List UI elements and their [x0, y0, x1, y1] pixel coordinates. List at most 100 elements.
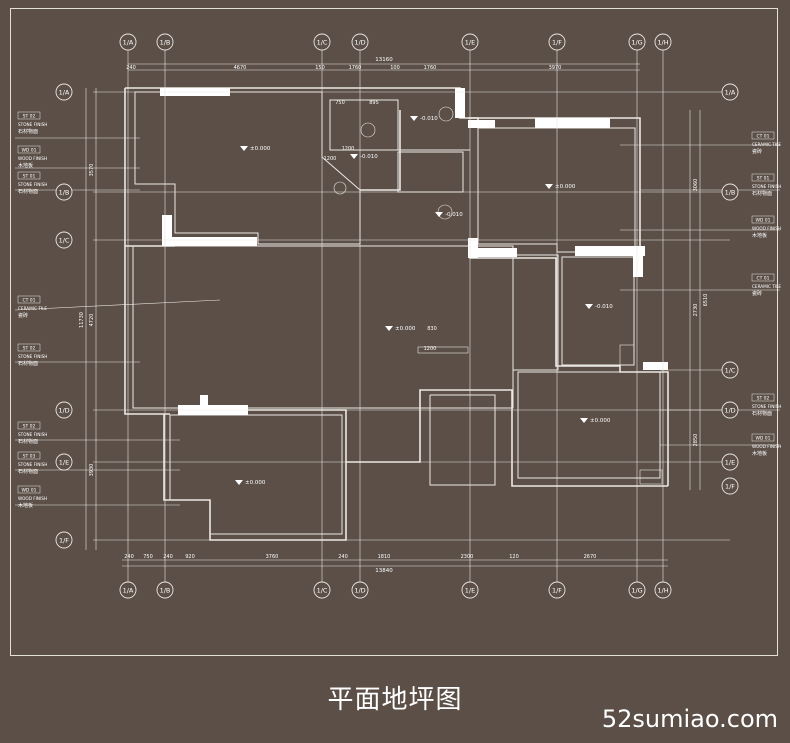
- tag-box: [17, 421, 41, 430]
- tag-type: CERAMIC TILE: [752, 142, 781, 147]
- level-triangle: [580, 418, 588, 423]
- level-marks: ±0.000±0.000±0.000-0.010-0.010±0.000±0.0…: [235, 116, 613, 486]
- grid-bubble-top-label: 1/E: [465, 39, 475, 47]
- tag-box: [17, 171, 41, 180]
- tag-code: ST 02: [23, 346, 36, 352]
- level-triangle: [545, 184, 553, 189]
- dim-bottom-segment: 2300: [461, 554, 474, 560]
- tag-code: WD 01: [755, 436, 770, 442]
- grid-bubble-bottom: [313, 581, 331, 599]
- grid-bubble-left: [55, 231, 73, 249]
- tag-name: 木地板: [18, 162, 33, 169]
- dim-right-segment: 2730: [693, 304, 699, 317]
- tag-code: CT 01: [22, 298, 35, 304]
- tag-code: CT 01: [756, 276, 769, 282]
- level-triangle: [435, 212, 443, 217]
- dim-interior: 830: [427, 326, 437, 332]
- tag-box: [751, 173, 775, 182]
- grid-bubble-bottom-label: 1/D: [354, 587, 365, 595]
- tag-box: [17, 451, 41, 460]
- drawing-frame: [10, 8, 778, 656]
- tag-type: CERAMIC TILE: [752, 284, 781, 289]
- grid-bubbles: 1/A 1/A 1/B 1/B 1/C 1/C 1/D 1/D 1/E 1/E 1/F 1/F 1/G 1…: [55, 33, 739, 599]
- grid-bubble-left: [55, 83, 73, 101]
- grid-lines: [85, 48, 730, 590]
- grid-bubble-left: [55, 531, 73, 549]
- grid-bubble-bottom-label: 1/C: [317, 587, 328, 595]
- dim-right-segment: 3060: [693, 179, 699, 192]
- tag-type: STONE FINISH: [18, 182, 47, 187]
- grid-bubble-left-label: 1/F: [59, 537, 69, 545]
- grid-bubble-right: [721, 183, 739, 201]
- tag-name: 木地板: [752, 232, 767, 239]
- dim-top-segment: 150: [315, 65, 325, 71]
- tag-box: [17, 145, 41, 154]
- tag-code: CT 01: [756, 134, 769, 140]
- grid-bubble-right: [721, 453, 739, 471]
- grid-bubble-top-label: 1/D: [354, 39, 365, 47]
- level-triangle: [235, 480, 243, 485]
- dim-interior: 895: [369, 100, 379, 106]
- grid-bubble-bottom: [119, 581, 137, 599]
- dim-top-segment: 4670: [234, 65, 247, 71]
- dim-left-segment: 4720: [89, 314, 95, 327]
- dim-top-segment: 1760: [349, 65, 362, 71]
- dim-interior: 1200: [324, 156, 337, 162]
- grid-bubble-top-label: 1/F: [552, 39, 562, 47]
- grid-bubble-bottom: [628, 581, 646, 599]
- tag-code: ST 02: [757, 396, 770, 402]
- dim-interior: 1200: [342, 146, 355, 152]
- tag-name: 石材物面: [18, 360, 38, 367]
- tag-type: STONE FINISH: [18, 354, 47, 359]
- grid-bubble-top: [461, 33, 479, 51]
- level-mark: ±0.000: [245, 480, 266, 486]
- tag-type: STONE FINISH: [752, 404, 781, 409]
- tag-code: ST 03: [23, 454, 36, 460]
- grid-bubble-top-label: 1/C: [317, 39, 328, 47]
- dim-bottom-segment: 240: [124, 554, 134, 560]
- fixtures: [333, 106, 663, 485]
- grid-bubble-left-label: 1/A: [59, 89, 70, 97]
- grid-bubble-bottom-label: 1/B: [160, 587, 171, 595]
- grid-bubble-bottom: [351, 581, 369, 599]
- grid-bubble-bottom: [461, 581, 479, 599]
- level-triangle: [240, 146, 248, 151]
- grid-bubble-top: [156, 33, 174, 51]
- tag-name: 木地板: [18, 502, 33, 509]
- drawing-title: 平面地坪图: [327, 685, 463, 715]
- grid-bubble-top-label: 1/G: [631, 39, 642, 47]
- tag-code: WD 01: [21, 488, 36, 494]
- level-mark: ±0.000: [395, 326, 416, 332]
- tag-name: 石材物面: [18, 468, 38, 475]
- dim-bottom-segment: 120: [509, 554, 519, 560]
- grid-bubble-top: [654, 33, 672, 51]
- grid-bubble-right: [721, 83, 739, 101]
- grid-bubble-right-label: 1/A: [725, 89, 736, 97]
- grid-bubble-right: [721, 361, 739, 379]
- tag-name: 瓷砖: [18, 312, 28, 319]
- grid-bubble-top: [313, 33, 331, 51]
- level-mark: ±0.000: [590, 418, 611, 424]
- grid-bubble-bottom-label: 1/A: [123, 587, 134, 595]
- grid-bubble-top: [119, 33, 137, 51]
- grid-bubble-right-label: 1/D: [724, 407, 735, 415]
- dim-top-segment: 3970: [549, 65, 562, 71]
- dim-bottom-segment: 750: [143, 554, 153, 560]
- watermark: 52sumiao.com: [601, 705, 778, 733]
- tag-type: STONE FINISH: [18, 122, 47, 127]
- level-mark: -0.010: [595, 304, 613, 310]
- dim-left-segment: 3570: [89, 164, 95, 177]
- grid-bubble-top: [628, 33, 646, 51]
- grid-bubble-top-label: 1/H: [657, 39, 668, 47]
- grid-bubble-bottom-label: 1/F: [552, 587, 562, 595]
- grid-bubble-left-label: 1/B: [59, 189, 70, 197]
- grid-bubble-right: [721, 477, 739, 495]
- level-triangle: [585, 304, 593, 309]
- dim-top-segment: 1760: [424, 65, 437, 71]
- grid-bubble-bottom-label: 1/E: [465, 587, 475, 595]
- grid-bubble-bottom-label: 1/G: [631, 587, 642, 595]
- grid-bubble-left: [55, 401, 73, 419]
- walls: [124, 87, 669, 541]
- tag-type: STONE FINISH: [18, 462, 47, 467]
